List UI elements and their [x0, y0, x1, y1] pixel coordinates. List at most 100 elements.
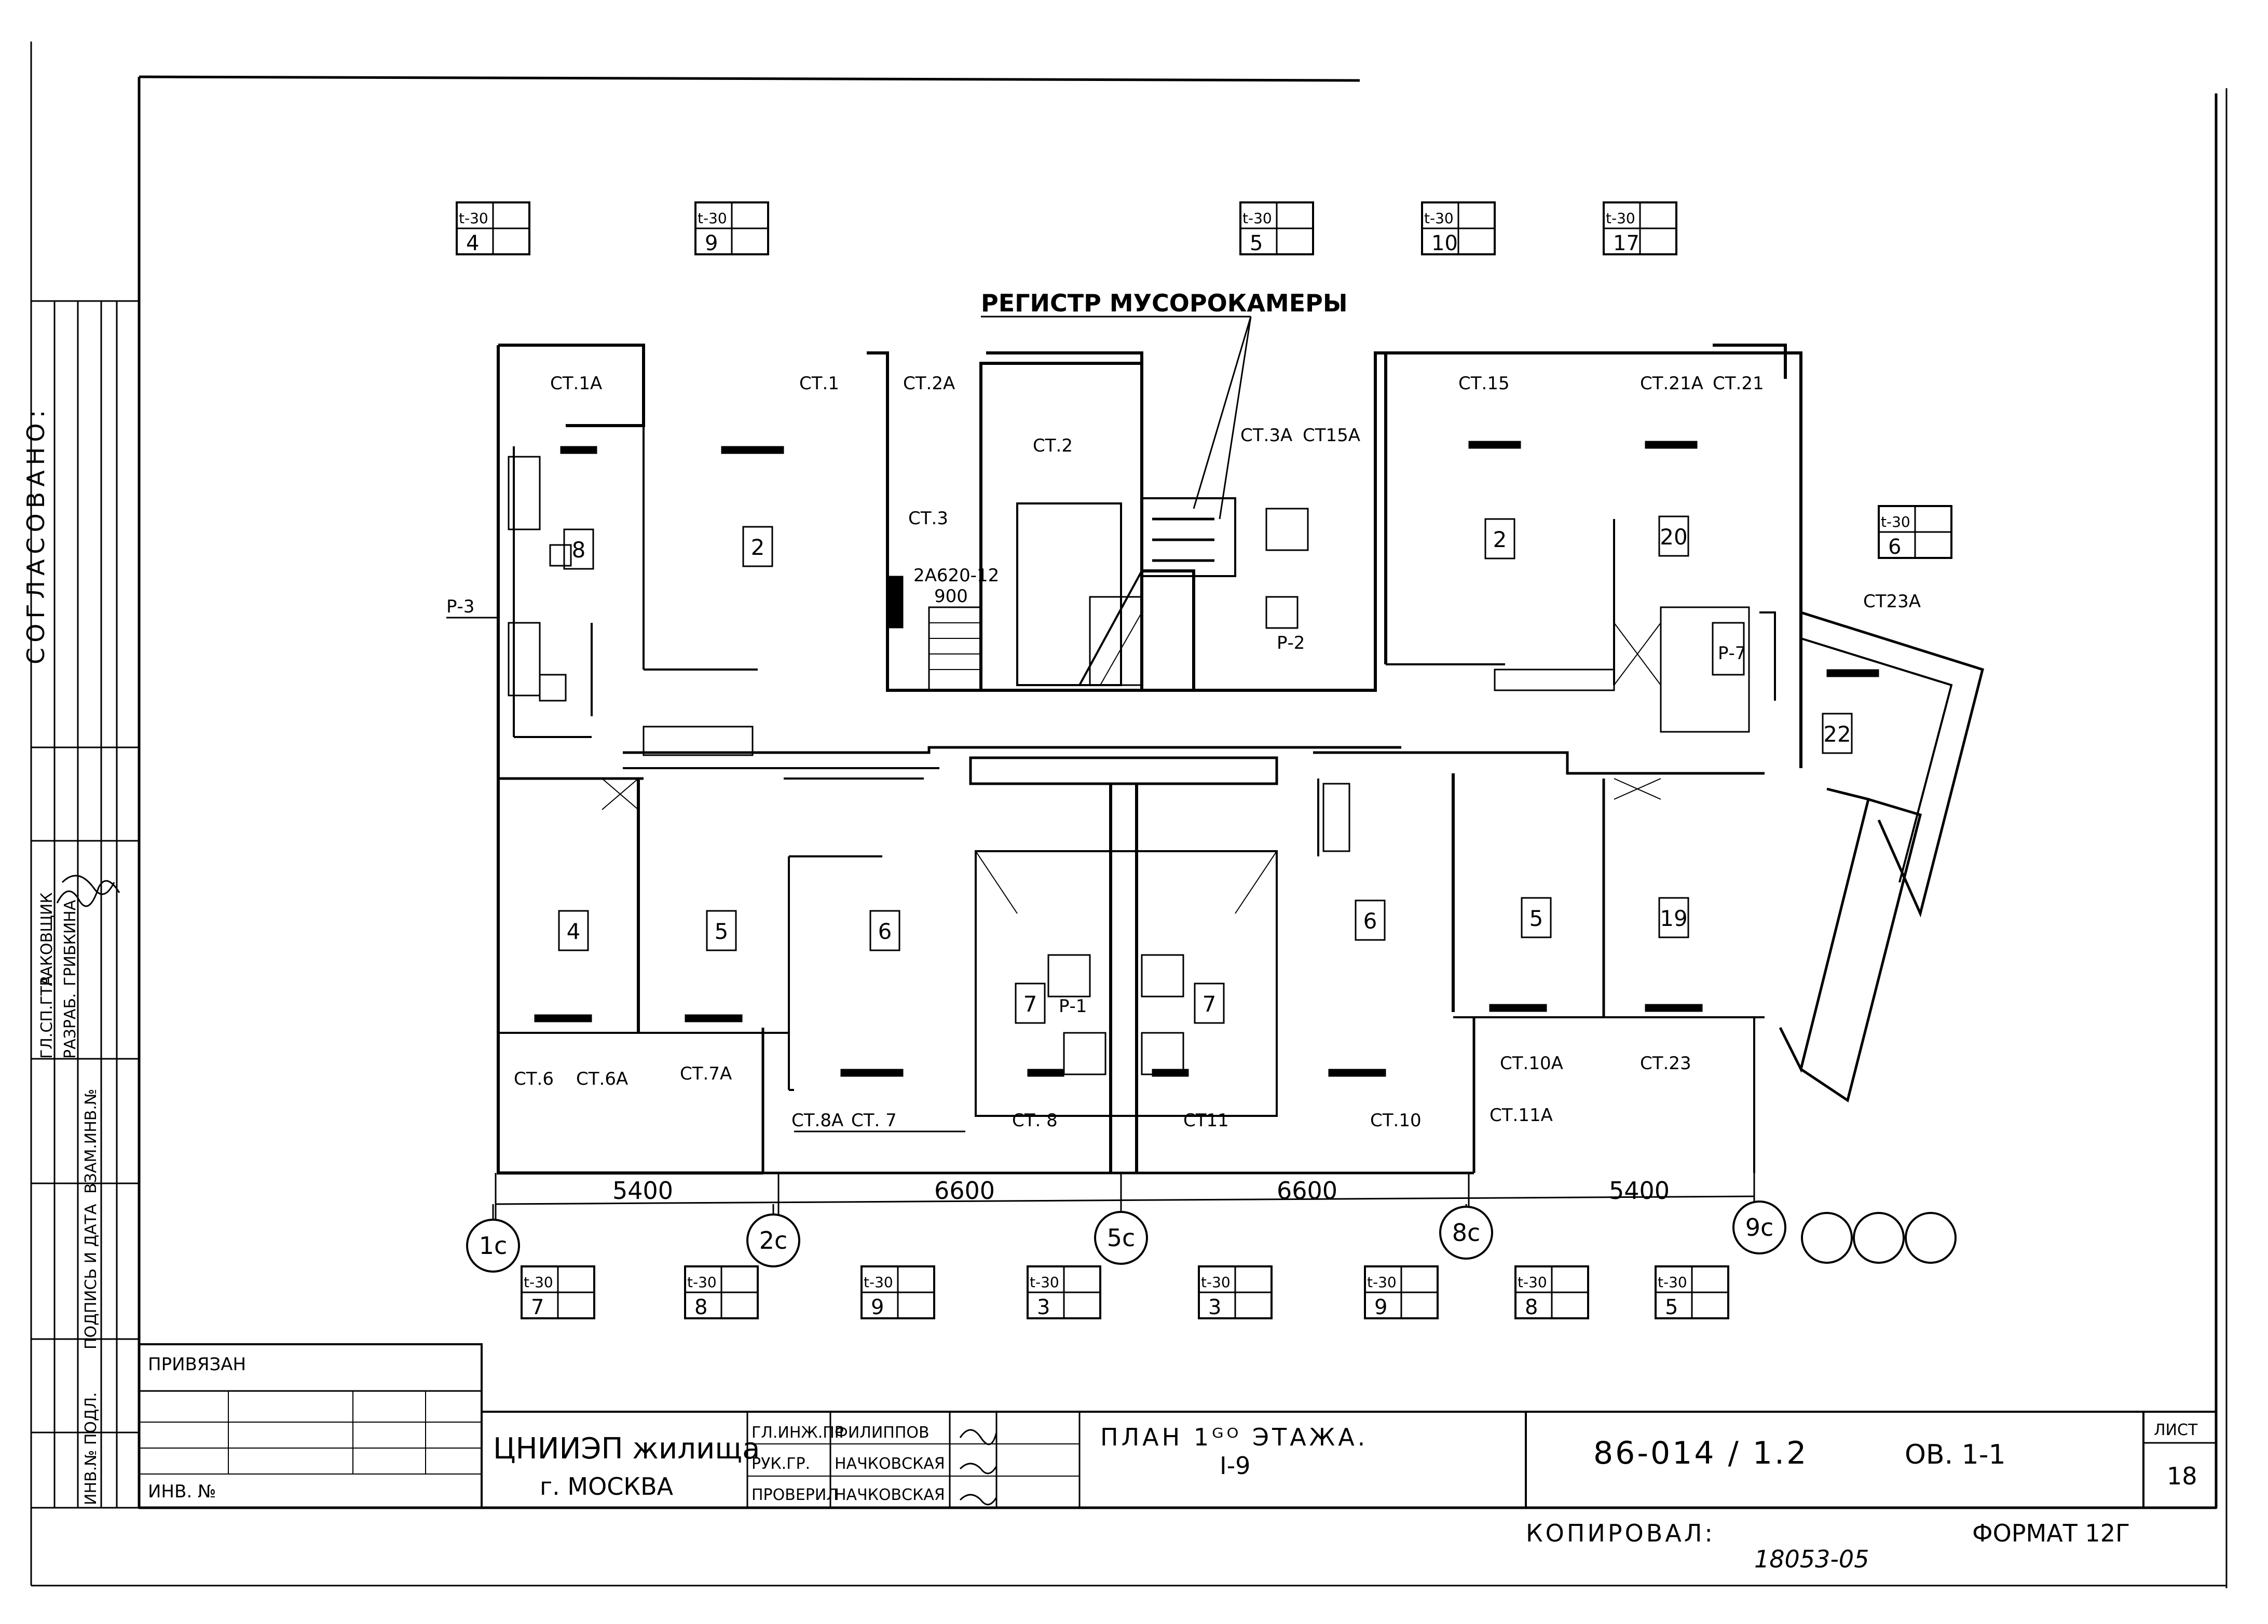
drawing-code: 86-014 / 1.2	[1593, 1435, 1808, 1471]
section-mark-bottom-3-number: 3	[1037, 1295, 1050, 1319]
axis-bubbles: 1с 2с 5с 8с 9с	[466, 1200, 1786, 1273]
equipment-p2: Р-2	[1277, 633, 1305, 653]
inv-podl-label: ИНВ.№ ПОДЛ.	[82, 1392, 100, 1505]
dimension-1: 6600	[934, 1177, 995, 1205]
section-mark-top-3-number: 10	[1431, 231, 1458, 255]
section-mark-bottom-7-number: 5	[1665, 1295, 1678, 1319]
room-bottom-6-number: 5	[1529, 906, 1543, 931]
riser-st2: СТ.2	[1033, 435, 1073, 456]
section-mark-bottom-1-number: 8	[694, 1295, 707, 1319]
room-top-2: 2	[1484, 518, 1515, 559]
section-mark-top-1-number: 9	[705, 231, 718, 255]
section-mark-bottom-3: t-303	[1027, 1265, 1101, 1319]
section-mark-top-4: t-30 17	[1603, 201, 1677, 255]
room-top-0: 8	[563, 528, 594, 570]
riser-st1: СТ.1	[799, 373, 839, 394]
name-1: ФИЛИППОВ	[835, 1424, 930, 1442]
section-mark-top-3-mark: t-30	[1424, 210, 1454, 227]
room-bottom-3-number: 7	[1023, 991, 1037, 1017]
room-bottom-0-number: 4	[567, 919, 581, 944]
dimension-0: 5400	[612, 1177, 673, 1205]
title-block-text: ПРИВЯЗАН ИНВ. № ЦНИИЭП жилища г. МОСКВА …	[148, 1354, 2198, 1506]
section-mark-top-0-number: 4	[466, 231, 479, 255]
room-bottom-5-number: 6	[1363, 908, 1377, 934]
inv-no-label: ИНВ. №	[148, 1481, 216, 1502]
riser-st3: СТ.3	[908, 508, 948, 529]
section-mark-bottom-4-mark: t-30	[1201, 1274, 1231, 1291]
room-bottom-6: 5	[1521, 897, 1552, 938]
room-bottom-7-number: 19	[1660, 906, 1687, 931]
sheet-number: 18	[2167, 1462, 2197, 1490]
vzam-inv-label: ВЗАМ.ИНВ.№	[82, 1089, 100, 1194]
room-bottom-0: 4	[558, 910, 589, 951]
axis-label-0: 1с	[479, 1232, 508, 1260]
drawing-title: ПЛАН 1ᴳᴼ ЭТАЖА.	[1100, 1423, 1368, 1451]
axis-4: 9с	[1732, 1200, 1786, 1254]
riser-st23: СТ.23	[1640, 1053, 1691, 1074]
riser-st8: СТ. 8	[1012, 1110, 1058, 1131]
signature-name-1: РАКОВЩИК	[38, 892, 56, 986]
section-mark-bottom-5-mark: t-30	[1367, 1274, 1397, 1291]
room-top-1: 2	[742, 526, 773, 567]
copied-label: КОПИРОВАЛ:	[1526, 1519, 1715, 1547]
section-mark-bottom-2-mark: t-30	[864, 1274, 893, 1291]
equipment-p7: Р-7	[1718, 643, 1746, 664]
format-label: ФОРМАТ 12Г	[1972, 1519, 2130, 1547]
section-mark-top-2: t-30 5	[1239, 201, 1314, 255]
section-mark-bottom-2-number: 9	[871, 1295, 884, 1319]
room-bottom-3: 7	[1015, 982, 1046, 1024]
signature-scribble	[56, 875, 120, 907]
org-name: ЦНИИЭП жилища	[493, 1432, 760, 1466]
section-mark-bottom-0-number: 7	[531, 1295, 544, 1319]
axis-label-3: 8с	[1452, 1219, 1481, 1247]
section-mark-bottom-4: t-303	[1198, 1265, 1273, 1319]
room-top-4: 22	[1822, 713, 1853, 754]
dimension-2: 6600	[1277, 1177, 1337, 1205]
role-3: ПРОВЕРИЛ	[752, 1486, 838, 1504]
radiator-model: 2А620-12	[913, 565, 999, 586]
riser-st11: СТ11	[1183, 1110, 1229, 1131]
section-mark-right: t-306	[1878, 505, 1952, 559]
axis-3: 8с	[1439, 1204, 1493, 1260]
name-3: НАЧКОВСКАЯ	[835, 1486, 945, 1504]
section-mark-top-1-mark: t-30	[698, 210, 727, 227]
radiator-length: 900	[934, 586, 968, 607]
section-mark-bottom-2: t-30 9	[860, 1265, 935, 1319]
riser-st15: СТ.15	[1458, 373, 1510, 394]
section-mark-top-1: t-30 9	[694, 201, 769, 255]
room-top-3-number: 20	[1660, 524, 1687, 550]
section-mark-bottom-7: t-30 5	[1655, 1265, 1729, 1319]
name-2: НАЧКОВСКАЯ	[835, 1455, 945, 1473]
axis-1: 2с	[746, 1204, 800, 1267]
riser-st21a: СТ.21А	[1640, 373, 1703, 394]
riser-st7a: СТ.7А	[680, 1063, 732, 1084]
axis-label-4: 9с	[1745, 1213, 1774, 1241]
axis-2: 5с	[1094, 1204, 1148, 1265]
section-mark-right-mark: t-30	[1881, 513, 1910, 530]
room-bottom-7: 19	[1658, 897, 1689, 938]
section-mark-bottom-7-mark: t-30	[1658, 1274, 1687, 1291]
section-mark-bottom-5-number: 9	[1374, 1295, 1387, 1319]
radiators	[534, 441, 1879, 1077]
title-block	[138, 1343, 2217, 1509]
riser-st7: СТ. 7	[851, 1110, 897, 1131]
signature-name-2: ГРИБКИНА	[61, 899, 79, 986]
section-mark-top-2-mark: t-30	[1242, 210, 1272, 227]
section-mark-bottom-5: t-30 9	[1364, 1265, 1439, 1319]
attached-label: ПРИВЯЗАН	[148, 1354, 246, 1375]
title-signatures	[959, 1429, 998, 1506]
section-mark-top-2-number: 5	[1250, 231, 1263, 255]
room-bottom-4: 7	[1194, 982, 1225, 1024]
section-mark-top-3: t-30 10	[1421, 201, 1496, 255]
section-mark-bottom-1: t-308	[684, 1265, 759, 1319]
room-bottom-1-number: 5	[715, 919, 729, 944]
section-mark-top-4-number: 17	[1613, 231, 1639, 255]
riser-st6a: СТ.6А	[576, 1069, 628, 1089]
section-mark-top-4-mark: t-30	[1606, 210, 1635, 227]
room-bottom-5: 6	[1355, 899, 1386, 941]
sheet-code: ОВ. 1-1	[1905, 1439, 2006, 1470]
room-top-4-number: 22	[1823, 721, 1851, 747]
